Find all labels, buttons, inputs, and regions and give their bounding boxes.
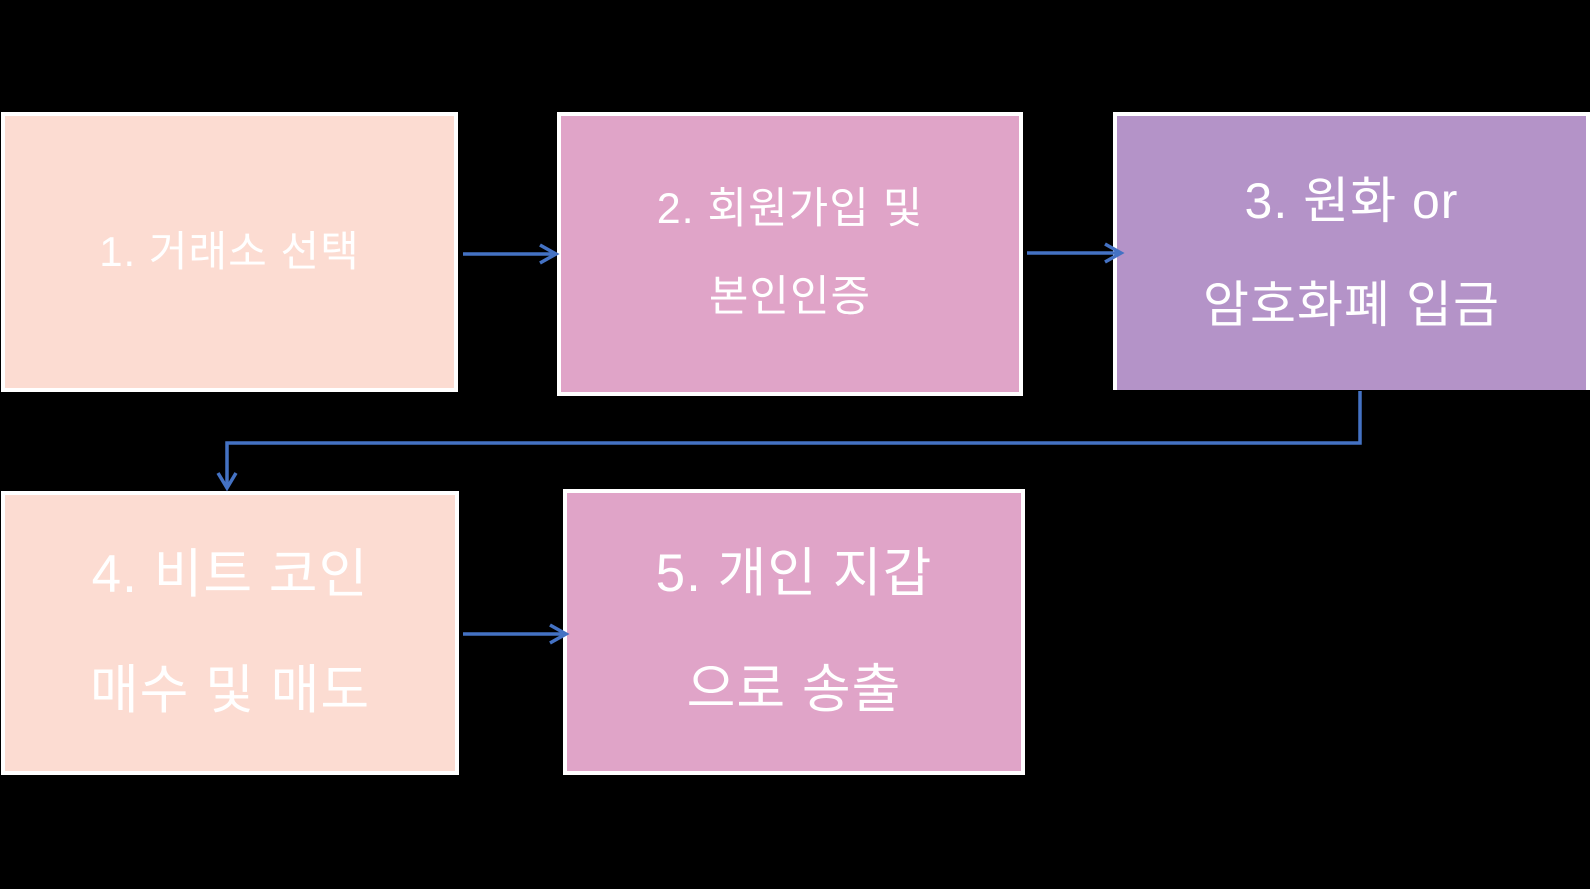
step-5-box: 5. 개인 지갑 으로 송출 [563,489,1025,775]
step-5-label-line-1: 5. 개인 지갑 [655,544,933,604]
step-3-box: 3. 원화 or 암호화폐 입금 [1113,112,1590,390]
step-2-box: 2. 회원가입 및 본인인증 [557,112,1023,396]
arrow-step2-to-step3 [1027,242,1125,264]
arrow-step3-to-step4 [216,391,1362,492]
step-3-label-line-1: 3. 원화 or [1244,173,1459,229]
step-5-label-line-2: 으로 송출 [686,660,902,719]
step-4-label-line-1: 4. 비트 코인 [91,545,369,605]
step-2-label-line-2: 본인인증 [708,273,872,321]
step-2-label-line-1: 2. 회원가입 및 [656,185,924,234]
arrow-step4-to-step5 [463,623,570,645]
step-4-label-line-2: 매수 및 매도 [89,661,371,720]
arrow-step1-to-step2 [463,243,560,265]
step-4-box: 4. 비트 코인 매수 및 매도 [1,491,459,775]
step-1-label: 1. 거래소 선택 [99,227,360,275]
step-1-box: 1. 거래소 선택 [1,112,458,392]
step-3-label-line-2: 암호화폐 입금 [1203,277,1500,333]
